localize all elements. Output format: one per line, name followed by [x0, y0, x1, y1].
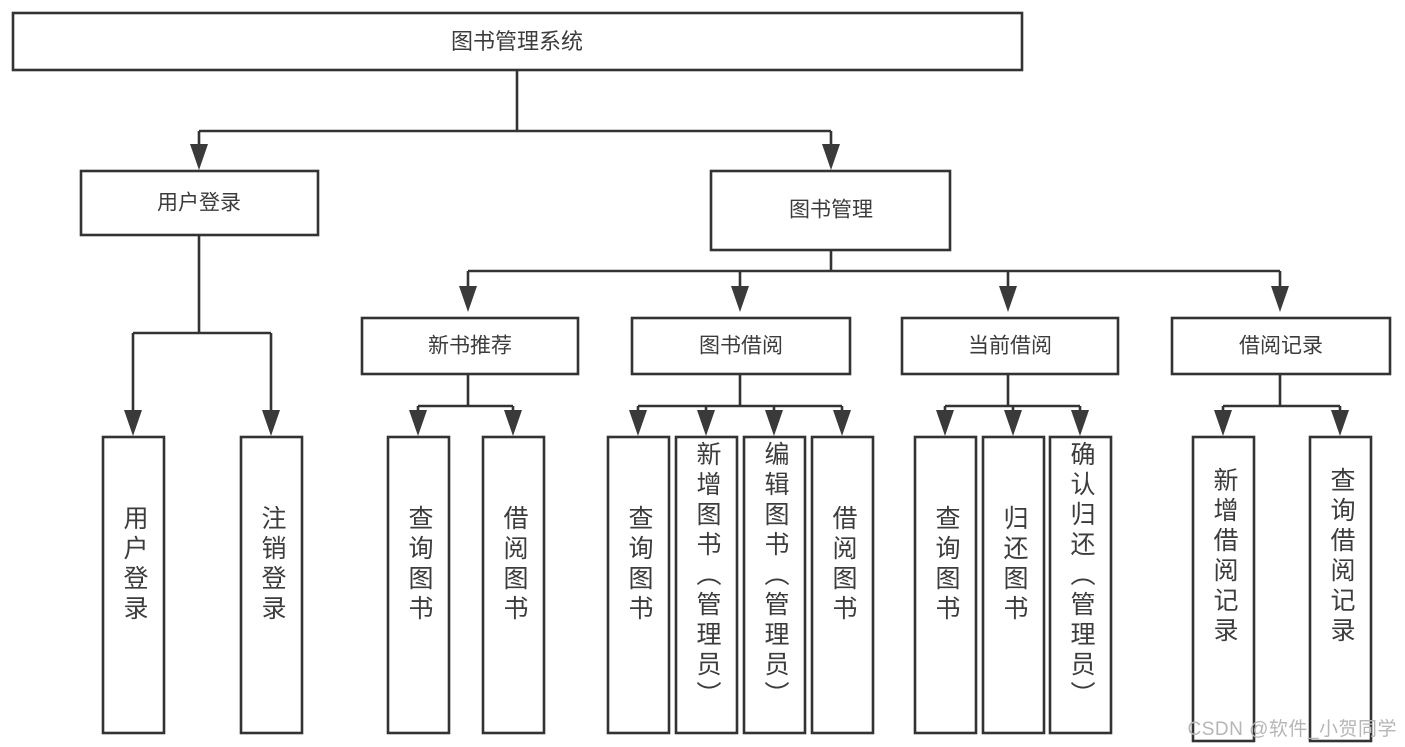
- arrow-to-leaf-query-record: [1331, 410, 1349, 436]
- arrow-to-book-borrow: [731, 286, 749, 312]
- node-book-borrow-label: 图书借阅: [699, 335, 783, 358]
- leaf-box-query-book-1[interactable]: [386, 435, 451, 735]
- node-root-book-management-system[interactable]: 图书管理系统: [11, 11, 1024, 72]
- arrow-to-book-manage: [822, 144, 840, 170]
- arrow-to-leaf-user-login: [124, 410, 142, 436]
- leaf-box-add-book[interactable]: [674, 435, 739, 735]
- node-root-label: 图书管理系统: [451, 29, 583, 54]
- arrow-to-leaf-query-book-1: [409, 410, 427, 436]
- arrow-to-current-borrow: [999, 286, 1017, 312]
- leaf-box-edit-book[interactable]: [742, 435, 807, 735]
- node-user-login-label: 用户登录: [157, 192, 241, 215]
- arrow-to-new-book: [459, 286, 477, 312]
- leaf-box-query-book-3[interactable]: [913, 435, 978, 735]
- arrow-to-borrow-record: [1271, 286, 1289, 312]
- arrow-to-leaf-borrow-book-2: [833, 410, 851, 436]
- arrow-to-leaf-return-book: [1004, 410, 1022, 436]
- leaf-box-confirm-return[interactable]: [1048, 435, 1113, 735]
- leaf-box-layer: [101, 435, 1373, 743]
- arrow-to-leaf-logout: [262, 410, 280, 436]
- leaf-box-query-record[interactable]: [1308, 435, 1373, 743]
- arrow-to-leaf-add-record: [1214, 410, 1232, 436]
- arrow-to-leaf-borrow-book-1: [504, 410, 522, 436]
- node-book-management-label: 图书管理: [789, 199, 873, 222]
- arrow-to-leaf-confirm-return: [1071, 410, 1089, 436]
- leaf-box-return-book[interactable]: [981, 435, 1046, 735]
- leaf-box-borrow-book-2[interactable]: [810, 435, 875, 735]
- arrow-to-leaf-add-book: [697, 410, 715, 436]
- leaf-box-borrow-book-1[interactable]: [481, 435, 546, 735]
- leaf-box-query-book-2[interactable]: [606, 435, 671, 735]
- node-book-borrow[interactable]: 图书借阅: [630, 316, 852, 376]
- leaf-box-user-login[interactable]: [101, 435, 166, 735]
- arrow-to-leaf-query-book-2: [629, 410, 647, 436]
- leaf-box-logout[interactable]: [239, 435, 304, 735]
- node-book-management[interactable]: 图书管理: [709, 169, 952, 252]
- node-user-login[interactable]: 用户登录: [79, 169, 320, 237]
- node-borrow-record[interactable]: 借阅记录: [1170, 316, 1392, 376]
- node-borrow-record-label: 借阅记录: [1239, 335, 1323, 358]
- leaf-box-add-record[interactable]: [1191, 435, 1256, 743]
- watermark-csdn: CSDN @软件_小贺同学: [1187, 719, 1397, 740]
- node-current-borrow[interactable]: 当前借阅: [900, 316, 1120, 376]
- node-new-book-recommend[interactable]: 新书推荐: [360, 316, 580, 376]
- arrow-to-leaf-query-book-3: [936, 410, 954, 436]
- node-current-borrow-label: 当前借阅: [968, 335, 1052, 358]
- arrow-to-user-login: [190, 144, 208, 170]
- arrow-to-leaf-edit-book: [765, 410, 783, 436]
- node-new-book-recommend-label: 新书推荐: [428, 335, 512, 358]
- connector-layer: [124, 70, 1349, 436]
